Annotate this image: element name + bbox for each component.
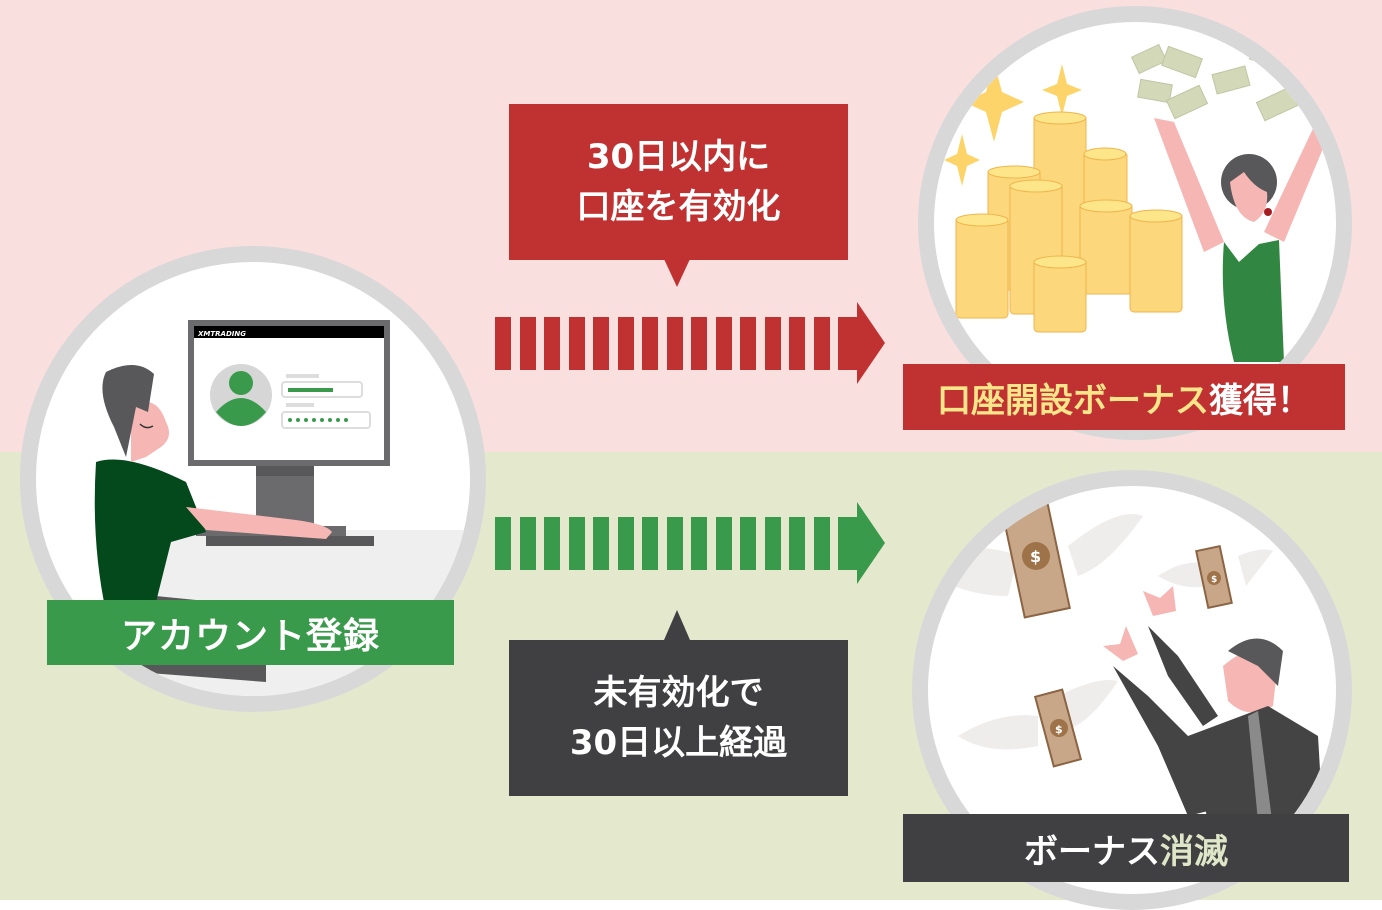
success-arrow: [495, 302, 885, 384]
arrow-head-icon: [857, 302, 885, 384]
bonus-expired-highlight: 消滅: [1160, 831, 1228, 872]
failure-arrow: [495, 502, 885, 584]
bonus-acquired-rest: 獲得！: [1209, 380, 1311, 421]
svg-text:$: $: [1211, 575, 1217, 585]
account-registration-label: アカウント登録: [47, 600, 454, 665]
failure-condition-line1: 未有効化で: [593, 673, 764, 713]
account-registration-text: アカウント登録: [120, 615, 380, 657]
svg-text:XMTRADING: XMTRADING: [197, 330, 246, 338]
success-condition-bubble: 30日以内に 口座を有効化: [509, 104, 848, 287]
bonus-expired-label: ボーナス消滅: [903, 814, 1349, 882]
failure-condition-bubble: 未有効化で 30日以上経過: [509, 610, 848, 796]
bonus-acquired-highlight: 口座開設ボーナス: [937, 380, 1209, 421]
arrow-head-icon: [857, 502, 885, 584]
svg-text:$: $: [1055, 723, 1063, 736]
failure-condition-line2: 30日以上経過: [569, 723, 788, 763]
bonus-acquired-label: 口座開設ボーナス獲得！: [903, 364, 1345, 430]
svg-text:$: $: [1030, 547, 1041, 566]
success-condition-line1: 30日以内に: [586, 137, 771, 177]
bonus-expired-rest: ボーナス: [1024, 831, 1160, 872]
success-condition-line2: 口座を有効化: [576, 187, 781, 227]
coins-and-celebrating-woman-icon: [944, 37, 1334, 362]
